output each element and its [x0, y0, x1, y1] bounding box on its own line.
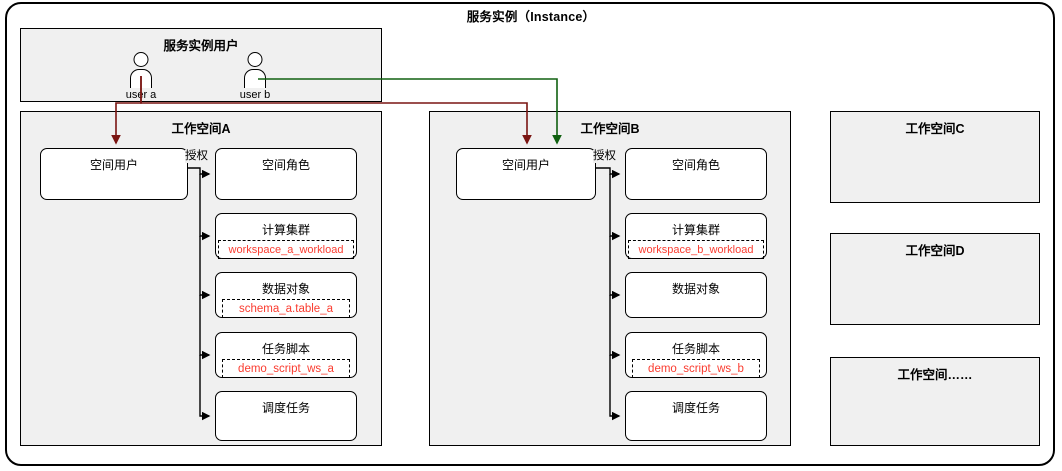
instance-users-panel: 服务实例用户	[20, 28, 382, 102]
user-a-label: user a	[125, 89, 157, 101]
user-body-icon	[244, 69, 266, 88]
workspace-a-resource-compute-cluster[interactable]: 计算集群 workspace_a_workload	[215, 213, 357, 259]
card-title: 空间角色	[671, 158, 720, 172]
user-b[interactable]: user b	[238, 52, 272, 101]
card-chip: schema_a.table_a	[222, 299, 350, 318]
workspace-a-auth-label: 授权	[185, 150, 208, 163]
instance-title: 服务实例（Instance）	[466, 10, 596, 24]
card-title: 数据对象	[671, 282, 720, 296]
user-body-icon	[130, 69, 152, 88]
user-icon	[124, 52, 158, 88]
user-a[interactable]: user a	[124, 52, 158, 101]
workspace-b-resource-space-role[interactable]: 空间角色	[625, 148, 767, 200]
user-head-icon	[247, 52, 263, 67]
card-title: 调度任务	[671, 401, 720, 415]
workspace-b-resource-scheduled-task[interactable]: 调度任务	[625, 391, 767, 441]
workspace-d-title: 工作空间D	[905, 244, 965, 258]
card-chip: demo_script_ws_b	[632, 359, 760, 378]
card-title: 空间用户	[89, 158, 138, 172]
workspace-b-resource-compute-cluster[interactable]: 计算集群 workspace_b_workload	[625, 213, 767, 259]
card-title: 任务脚本	[671, 342, 720, 356]
workspace-a-resource-data-object[interactable]: 数据对象 schema_a.table_a	[215, 272, 357, 318]
workspace-more-panel: 工作空间……	[830, 357, 1040, 446]
instance-users-panel-title: 服务实例用户	[163, 39, 239, 53]
workspace-b-resource-task-script[interactable]: 任务脚本 demo_script_ws_b	[625, 332, 767, 378]
card-title: 空间用户	[501, 158, 550, 172]
card-title: 任务脚本	[261, 342, 310, 356]
workspace-d-panel: 工作空间D	[830, 233, 1040, 325]
card-title: 计算集群	[671, 223, 720, 237]
workspace-a-space-user[interactable]: 空间用户	[40, 148, 188, 200]
workspace-b-resource-data-object[interactable]: 数据对象	[625, 272, 767, 318]
card-title: 空间角色	[261, 158, 310, 172]
workspace-c-title: 工作空间C	[905, 122, 965, 136]
user-icon	[238, 52, 272, 88]
workspace-a-resource-task-script[interactable]: 任务脚本 demo_script_ws_a	[215, 332, 357, 378]
card-chip: demo_script_ws_a	[222, 359, 350, 378]
card-title: 数据对象	[261, 282, 310, 296]
workspace-more-title: 工作空间……	[897, 368, 973, 382]
card-title: 计算集群	[261, 223, 310, 237]
card-chip: workspace_b_workload	[628, 240, 764, 259]
workspace-b-title: 工作空间B	[580, 122, 640, 136]
card-chip: workspace_a_workload	[218, 240, 354, 259]
workspace-a-resource-scheduled-task[interactable]: 调度任务	[215, 391, 357, 441]
workspace-c-panel: 工作空间C	[830, 111, 1040, 203]
card-title: 调度任务	[261, 401, 310, 415]
user-b-label: user b	[239, 89, 271, 101]
workspace-b-space-user[interactable]: 空间用户	[456, 148, 596, 200]
workspace-a-resource-space-role[interactable]: 空间角色	[215, 148, 357, 200]
user-head-icon	[133, 52, 149, 67]
workspace-b-auth-label: 授权	[593, 150, 616, 163]
workspace-a-title: 工作空间A	[171, 122, 231, 136]
